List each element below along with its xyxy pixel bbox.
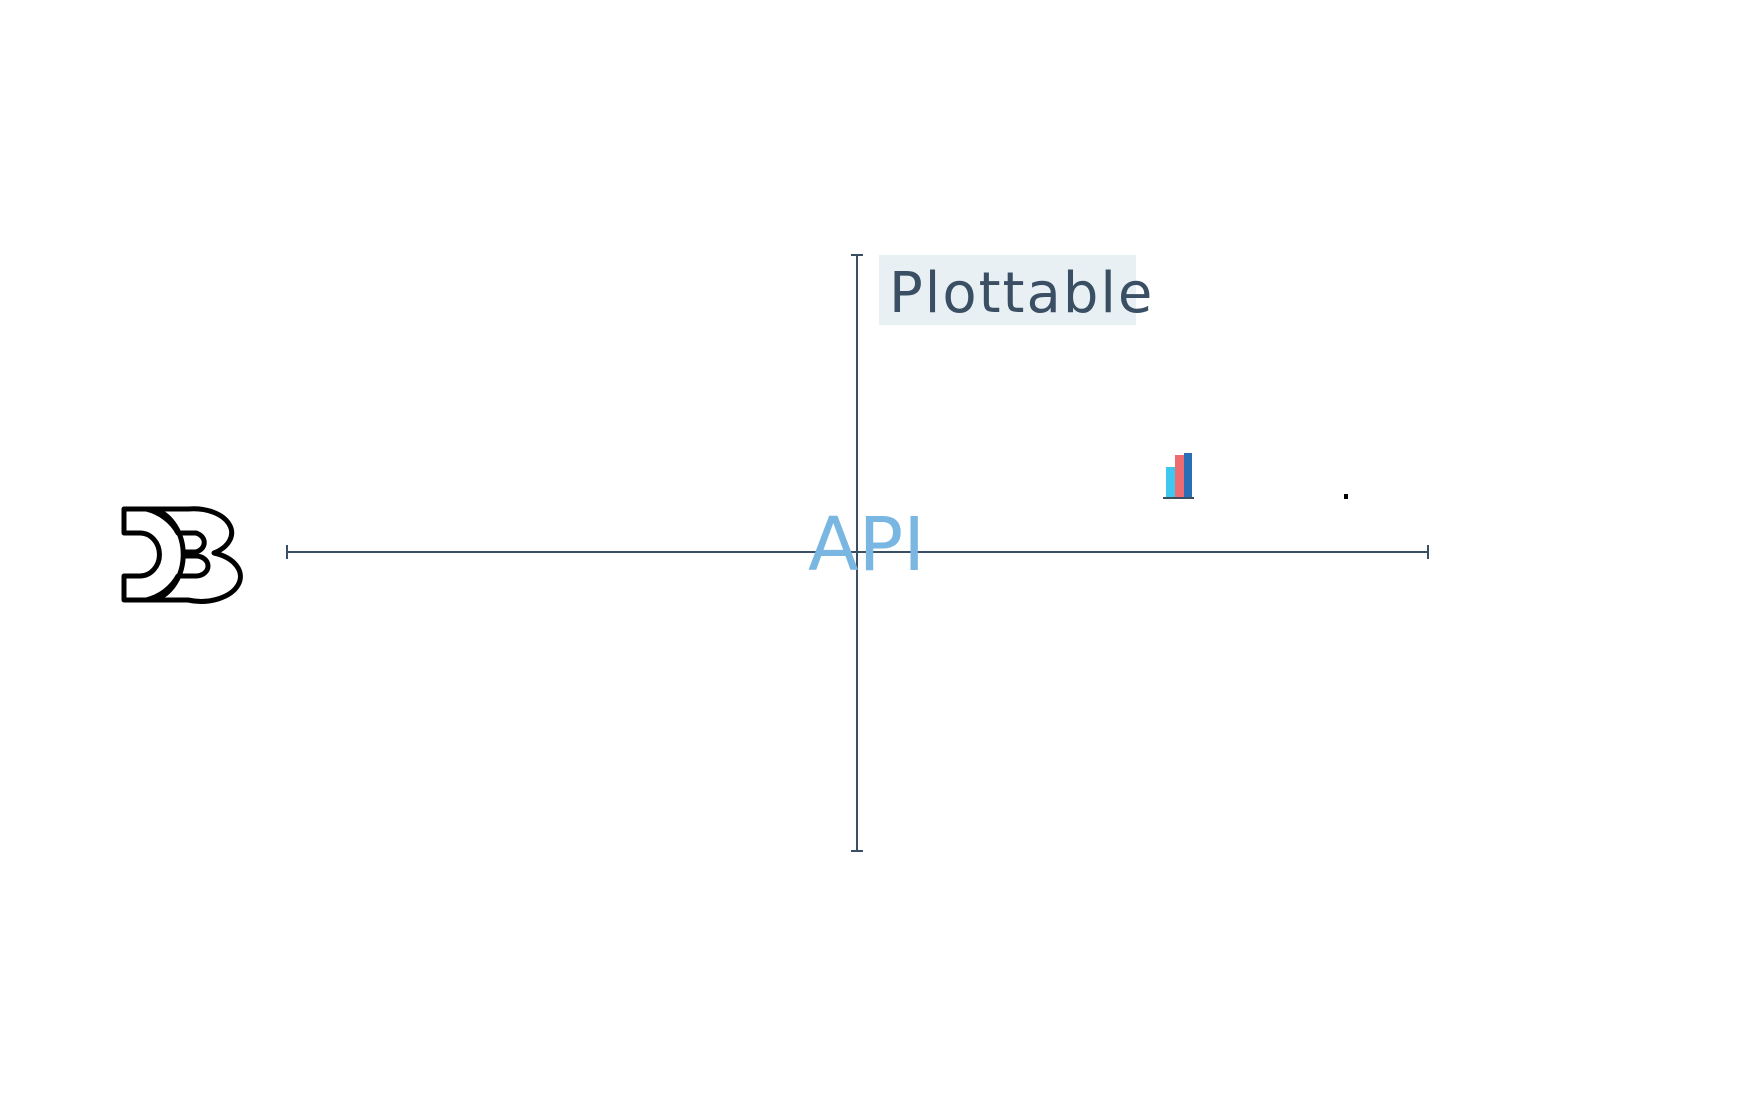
bar-red: [1175, 455, 1184, 498]
plottable-label-background: [879, 255, 1136, 325]
plottable-label-text: Plottable: [889, 261, 1154, 326]
d3-logo-icon: [121, 506, 243, 604]
bar-cyan: [1166, 467, 1175, 498]
api-label: API: [808, 502, 925, 588]
plottable-bar-chart-icon: [1163, 453, 1194, 499]
marker-dot: [1344, 494, 1348, 499]
plottable-label: Plottable: [879, 255, 1154, 326]
bar-blue: [1184, 453, 1192, 498]
vertical-axis: [851, 254, 863, 852]
